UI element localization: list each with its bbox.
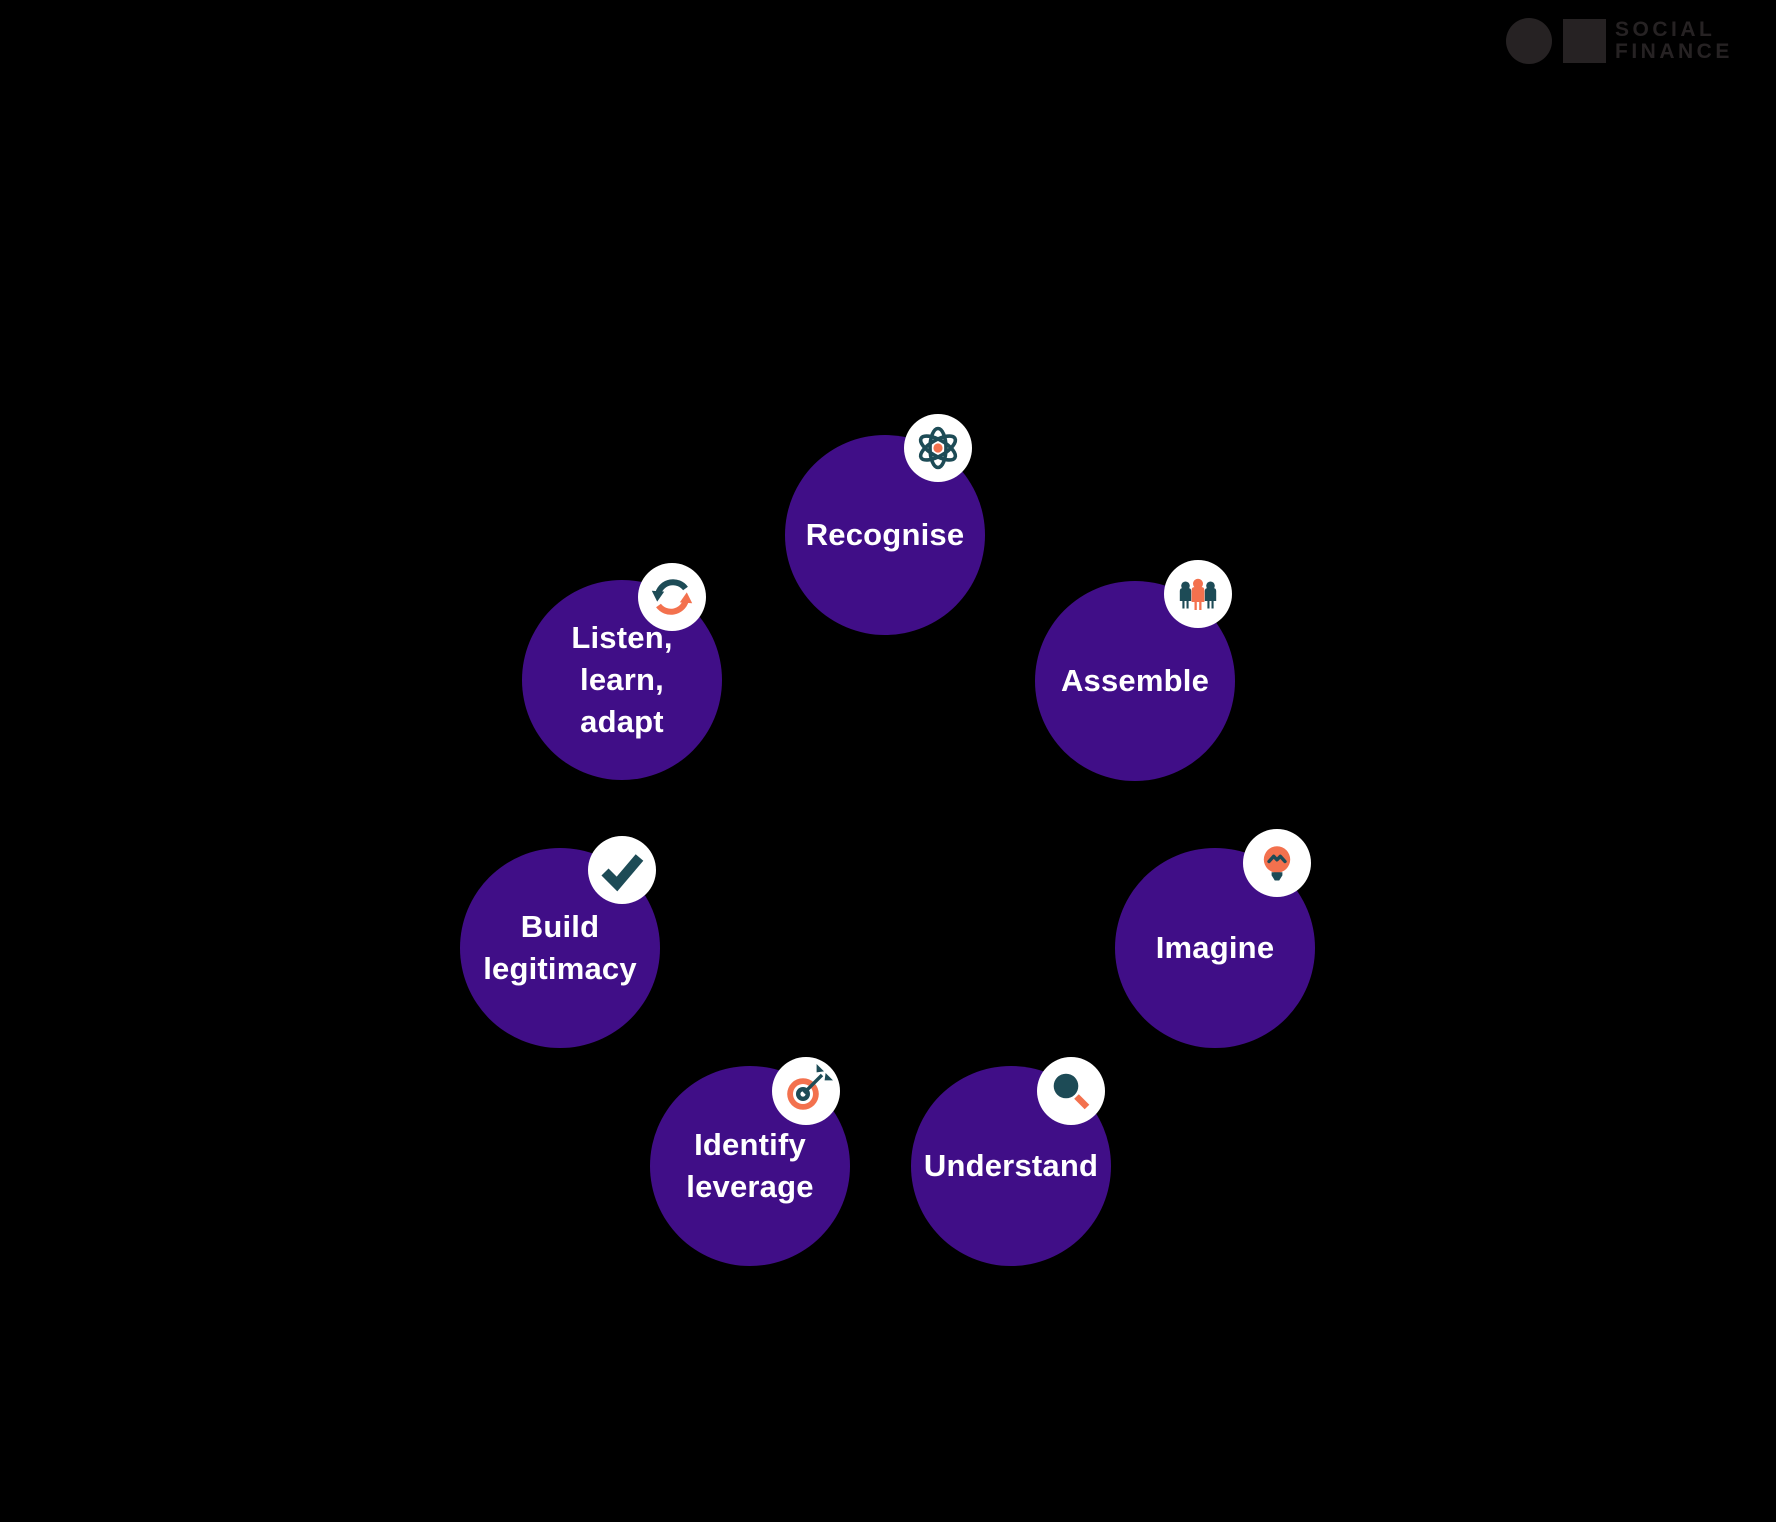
people-icon xyxy=(1164,560,1232,628)
logo-square-mark xyxy=(1563,19,1606,63)
checkmark-icon xyxy=(588,836,656,904)
dartboard-icon xyxy=(772,1057,840,1125)
logo-wordmark-line2: FINANCE xyxy=(1615,40,1733,63)
step-recognise-label: Recognise xyxy=(805,517,965,552)
logo-wordmark-line1: SOCIAL xyxy=(1615,18,1716,41)
step-imagine-label: Imagine xyxy=(1155,930,1275,965)
social-finance-logo: SOCIAL FINANCE xyxy=(1506,18,1733,64)
step-identify-leverage-label: Identify leverage xyxy=(686,1127,814,1204)
step-build-legitimacy-label: Build legitimacy xyxy=(483,909,637,986)
magnifier-icon xyxy=(1037,1057,1105,1125)
lightbulb-icon xyxy=(1243,829,1311,897)
logo-circle-mark xyxy=(1506,18,1552,64)
step-listen-learn-adapt-label: Listen, learn, adapt xyxy=(571,620,673,739)
step-assemble-label: Assemble xyxy=(1060,663,1210,698)
step-listen-learn-adapt: Listen, learn, adapt xyxy=(522,580,722,780)
atom-icon xyxy=(904,414,972,482)
refresh-icon xyxy=(638,563,706,631)
step-understand-label: Understand xyxy=(923,1148,1099,1183)
logo-wordmark: SOCIAL FINANCE xyxy=(1615,19,1733,63)
